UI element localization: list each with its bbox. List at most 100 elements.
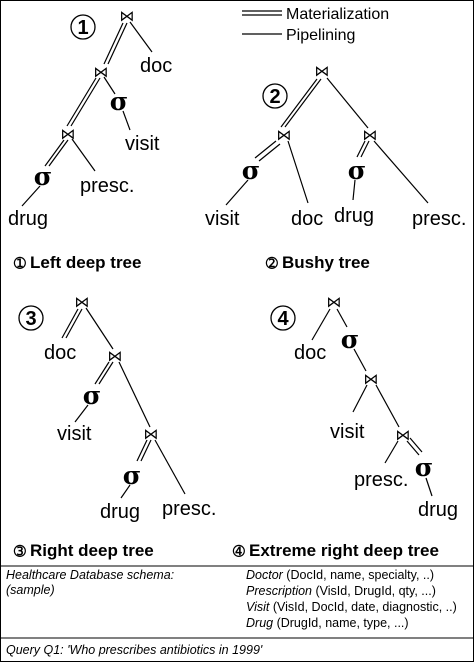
t4-edge-d — [352, 384, 368, 413]
relation-name: Visit — [246, 600, 270, 614]
t2-caption: Bushy tree — [282, 253, 370, 272]
tree-3-number: 3 — [25, 308, 36, 330]
t4-edge-f — [384, 440, 399, 464]
t1-caption-marker: ➀ — [13, 255, 26, 271]
t1-join-mid: ⋈ — [94, 63, 109, 81]
t3-join-mid: ⋈ — [108, 347, 123, 365]
relation-attrs: (VisId, DocId, date, diagnostic, ..) — [269, 600, 456, 614]
relation-attrs: (DrugId, name, type, ...) — [273, 616, 408, 630]
t3-edge-h — [120, 484, 131, 499]
t4-select-drug: σ — [415, 453, 433, 482]
t2-edge-f1 — [356, 140, 366, 158]
t4-label-visit: visit — [330, 421, 365, 443]
t3-label-doc: doc — [44, 342, 76, 364]
t1-edge-f2 — [48, 139, 69, 167]
legend-pipelining-label: Pipelining — [286, 27, 355, 44]
t4-select-upper: σ — [341, 325, 359, 354]
t3-caption-marker: ➂ — [13, 543, 26, 559]
t2-label-presc: presc. — [412, 208, 466, 230]
schema-relation-prescription: Prescription (VisId, DrugId, qty, ...) — [246, 584, 436, 598]
tree-extreme-right-deep: 4 ⋈ ⋈ ⋈ σ σ doc visit presc. drug ➃ Extr… — [232, 293, 458, 560]
t2-edge-c1 — [254, 140, 277, 159]
t4-join-root: ⋈ — [327, 293, 342, 311]
t1-label-drug: drug — [8, 208, 48, 230]
t3-edge-e — [74, 404, 89, 423]
tree-2-number: 2 — [269, 86, 280, 108]
t3-edge-g — [154, 439, 186, 495]
tree-bushy: 2 ⋈ ⋈ ⋈ σ σ visit doc drug presc. ➁ Bush… — [205, 62, 466, 272]
t3-join-root: ⋈ — [75, 293, 90, 311]
schema-relation-doctor: Doctor (DocId, name, specialty, ..) — [246, 568, 434, 582]
legend: Materialization Pipelining — [242, 6, 389, 44]
t3-label-drug: drug — [100, 501, 140, 523]
t1-label-doc: doc — [140, 55, 172, 77]
t3-caption: Right deep tree — [30, 541, 154, 560]
t4-edge-h — [425, 477, 433, 497]
t1-edge-c2 — [70, 77, 101, 127]
t1-edge-g — [71, 138, 96, 172]
t1-edge-a2 — [107, 22, 128, 65]
t2-select-visit: σ — [242, 156, 260, 185]
t4-edge-c — [353, 348, 367, 372]
t1-edge-h — [21, 185, 41, 207]
t2-label-drug: drug — [334, 205, 374, 227]
schema-title: Healthcare Database schema: — [6, 568, 174, 582]
t1-join-low: ⋈ — [61, 125, 76, 143]
t1-label-visit: visit — [125, 133, 160, 155]
schema-block: Healthcare Database schema: (sample) Doc… — [6, 568, 457, 657]
t2-edge-b — [326, 77, 369, 129]
t1-select-drug: σ — [34, 162, 52, 191]
schema-relation-visit: Visit (VisId, DocId, date, diagnostic, .… — [246, 600, 457, 614]
t4-label-presc: presc. — [354, 469, 408, 491]
t3-join-low: ⋈ — [144, 425, 159, 443]
relation-name: Drug — [246, 616, 273, 630]
t4-label-doc: doc — [294, 342, 326, 364]
t3-edge-f2 — [140, 439, 152, 462]
t1-edge-b — [129, 21, 153, 53]
t1-edge-c1 — [66, 77, 97, 127]
tree-4-number: 4 — [277, 308, 289, 330]
t1-edge-a1 — [103, 22, 124, 65]
t1-caption: Left deep tree — [30, 253, 141, 272]
t4-edge-g1 — [406, 440, 420, 456]
t2-edge-a1 — [280, 78, 318, 128]
relation-name: Doctor — [246, 568, 284, 582]
tree-3-number-circle — [18, 305, 44, 331]
t3-label-presc: presc. — [162, 498, 216, 520]
relation-attrs: (DocId, name, specialty, ..) — [283, 568, 434, 582]
t3-edge-a2 — [65, 308, 83, 339]
t2-select-drug: σ — [348, 156, 366, 185]
schema-subtitle: (sample) — [6, 583, 55, 597]
t3-edge-a1 — [61, 308, 79, 339]
t4-edge-g2 — [409, 437, 423, 453]
tree-1-number: 1 — [77, 17, 88, 39]
t4-caption-marker: ➃ — [232, 543, 245, 559]
t3-select-visit: σ — [83, 381, 101, 410]
t3-edge-c2 — [98, 361, 114, 385]
tree-left-deep: 1 ⋈ ⋈ ⋈ σ σ doc visit presc. drug ➀ Left… — [8, 7, 172, 272]
t1-select-visit: σ — [110, 87, 128, 116]
t4-join-low: ⋈ — [396, 426, 411, 444]
relation-attrs: (VisId, DrugId, qty, ...) — [312, 584, 436, 598]
t2-label-visit: visit — [205, 208, 240, 230]
tree-right-deep: 3 ⋈ ⋈ ⋈ σ σ doc visit drug presc. ➂ Righ… — [13, 293, 216, 560]
t3-select-drug: σ — [123, 461, 141, 490]
t3-edge-f1 — [136, 439, 148, 462]
t2-join-root: ⋈ — [315, 62, 330, 80]
t2-edge-c2 — [258, 143, 281, 162]
query-text: Query Q1: 'Who prescribes antibiotics in… — [6, 643, 263, 657]
t2-edge-h — [352, 179, 356, 201]
t2-label-doc: doc — [291, 208, 323, 230]
legend-materialization-label: Materialization — [286, 6, 389, 23]
t1-edge-f1 — [44, 139, 65, 167]
t3-label-visit: visit — [57, 423, 92, 445]
t2-caption-marker: ➁ — [265, 255, 278, 271]
t4-edge-b — [336, 308, 348, 328]
t2-join-right: ⋈ — [363, 126, 378, 144]
t2-edge-e — [225, 179, 249, 206]
t1-join-root: ⋈ — [120, 7, 135, 25]
tree-4-number-circle — [270, 305, 296, 331]
